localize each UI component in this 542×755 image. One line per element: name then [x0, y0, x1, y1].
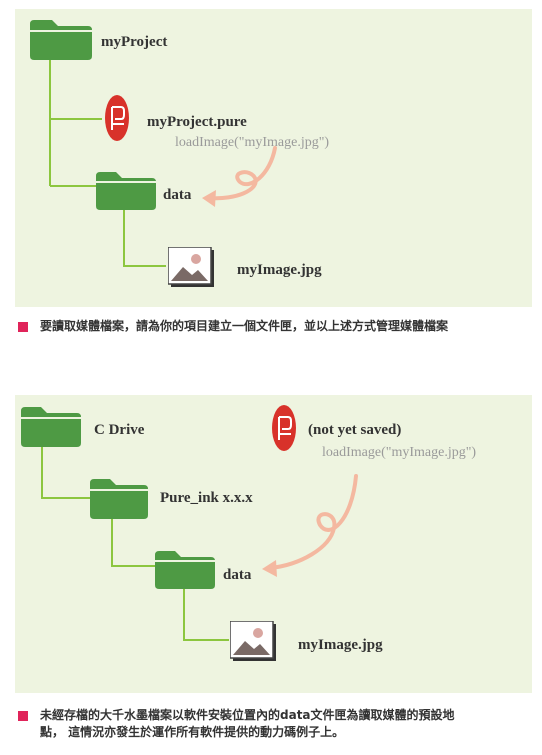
folder-icon: [30, 18, 92, 60]
pure-file-icon: [271, 404, 297, 452]
caption-bullet: [18, 711, 28, 721]
folder-icon: [96, 170, 156, 210]
caption-1: 要讀取媒體檔案，請為你的項目建立一個文件匣，並以上述方式管理媒體檔案: [40, 319, 449, 333]
image-file-label: myImage.jpg: [237, 262, 322, 278]
pure-file-label: myProject.pure: [147, 114, 247, 130]
not-saved-label: (not yet saved): [308, 422, 402, 438]
app-folder-label: Pure_ink x.x.x: [160, 490, 253, 506]
root-folder-label: myProject: [101, 34, 168, 50]
data-folder-label: data: [163, 187, 192, 203]
image-file-icon: [167, 246, 214, 287]
pure-file-icon: [104, 94, 130, 142]
image-file-label-2: myImage.jpg: [298, 637, 383, 653]
caption-2-line-1: 未經存檔的大千水墨檔案以軟件安裝位置內的data文件匣為讀取媒體的預設地: [40, 708, 455, 722]
folder-icon: [155, 549, 215, 589]
folder-icon: [21, 405, 81, 447]
folder-icon: [90, 477, 148, 519]
cdrive-folder-label: C Drive: [94, 422, 145, 438]
load-image-code-2: loadImage("myImage.jpg"): [322, 445, 477, 460]
caption-2-line-2: 點， 這情況亦發生於運作所有軟件提供的動力碼例子上。: [40, 725, 345, 739]
caption-bullet: [18, 322, 28, 332]
data-folder-label-2: data: [223, 567, 252, 583]
load-image-code: loadImage("myImage.jpg"): [175, 135, 330, 150]
image-file-icon: [229, 620, 276, 661]
